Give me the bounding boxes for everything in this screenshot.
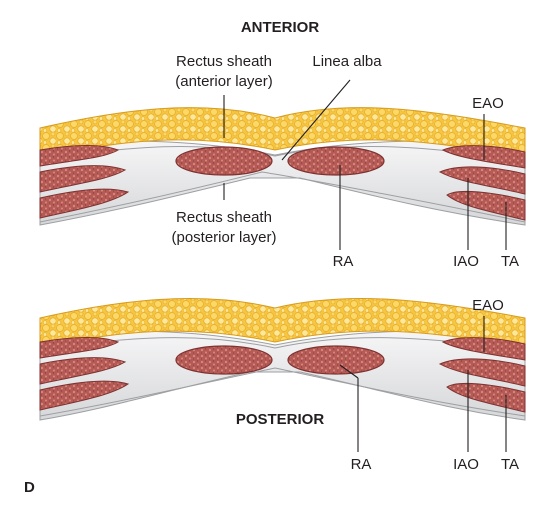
rectus-abdominis-left-top <box>176 147 272 175</box>
top-cross-section <box>40 108 525 225</box>
heading-anterior: ANTERIOR <box>241 19 320 36</box>
panel-letter: D <box>24 479 35 496</box>
label-rectus-sheath-anterior-2: (anterior layer) <box>175 73 273 90</box>
label-ra-top: RA <box>333 253 354 270</box>
label-eao-top: EAO <box>472 95 504 112</box>
label-rectus-sheath-posterior-2: (posterior layer) <box>171 229 276 246</box>
label-eao-bottom: EAO <box>472 297 504 314</box>
label-linea-alba: Linea alba <box>312 53 382 70</box>
label-rectus-sheath-posterior-1: Rectus sheath <box>176 209 272 226</box>
rectus-abdominis-left-bottom <box>176 346 272 374</box>
label-ta-top: TA <box>501 253 519 270</box>
rectus-abdominis-right-bottom <box>288 346 384 374</box>
label-iao-bottom: IAO <box>453 456 479 473</box>
label-ra-bottom: RA <box>351 456 372 473</box>
label-ta-bottom: TA <box>501 456 519 473</box>
rectus-abdominis-right-top <box>288 147 384 175</box>
label-iao-top: IAO <box>453 253 479 270</box>
label-rectus-sheath-anterior-1: Rectus sheath <box>176 53 272 70</box>
heading-posterior: POSTERIOR <box>236 411 325 428</box>
bottom-cross-section <box>40 299 525 420</box>
